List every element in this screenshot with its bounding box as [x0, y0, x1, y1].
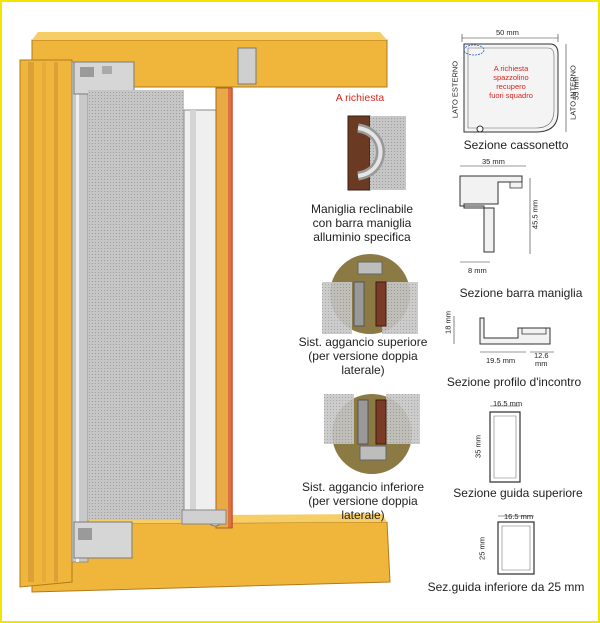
cassonetto-section-drawing: [461, 34, 567, 133]
meeting-profile-right: 12.6 mm: [534, 351, 549, 368]
cassonetto-title: Sezione cassonetto: [463, 138, 569, 152]
cassonetto-side-outer: LATO ESTERNO: [450, 60, 460, 119]
lower-guide-height: 25 mm: [477, 537, 487, 560]
upper-guide-title: Sezione guida superiore: [453, 486, 583, 500]
handle-detail-image: [347, 115, 406, 191]
upper-hook-detail-image: [322, 254, 418, 334]
cassonetto-note: A richiesta spazzolino recupero fuori sq…: [489, 64, 533, 100]
handle-bar-title: Sezione barra maniglia: [459, 286, 583, 300]
request-label: A richiesta: [335, 92, 385, 104]
cassonetto-width: 50 mm: [496, 28, 519, 37]
handle-bar-base: 8 mm: [468, 266, 487, 275]
meeting-profile-section-drawing: [453, 316, 554, 353]
handle-bar-width: 35 mm: [482, 157, 505, 166]
lower-guide-width: 16.5 mm: [504, 512, 534, 521]
lower-guide-title: Sez.guida inferiore da 25 mm: [427, 580, 585, 594]
upper-guide-section-drawing: [489, 405, 521, 483]
upper-hook-caption: Sist. aggancio superiore (per versione d…: [298, 335, 428, 377]
lower-hook-detail-image: [324, 394, 420, 474]
meeting-profile-left: 19.5 mm: [486, 356, 516, 365]
handle-bar-section-drawing: [459, 165, 531, 263]
upper-guide-height: 35 mm: [473, 435, 483, 458]
window-illustration: [19, 32, 391, 593]
meeting-profile-height: 18 mm: [443, 311, 453, 334]
lower-hook-caption: Sist. aggancio inferiore (per versione d…: [301, 480, 425, 522]
meeting-profile-title: Sezione profilo d'incontro: [446, 375, 582, 389]
cassonetto-side-inner: LATO INTERNO: [568, 65, 578, 120]
handle-bar-height: 45.5 mm: [530, 199, 540, 230]
upper-guide-width: 16.5 mm: [493, 399, 523, 408]
lower-guide-section-drawing: [497, 515, 535, 575]
handle-caption: Maniglia reclinabile con barra maniglia …: [310, 202, 414, 244]
